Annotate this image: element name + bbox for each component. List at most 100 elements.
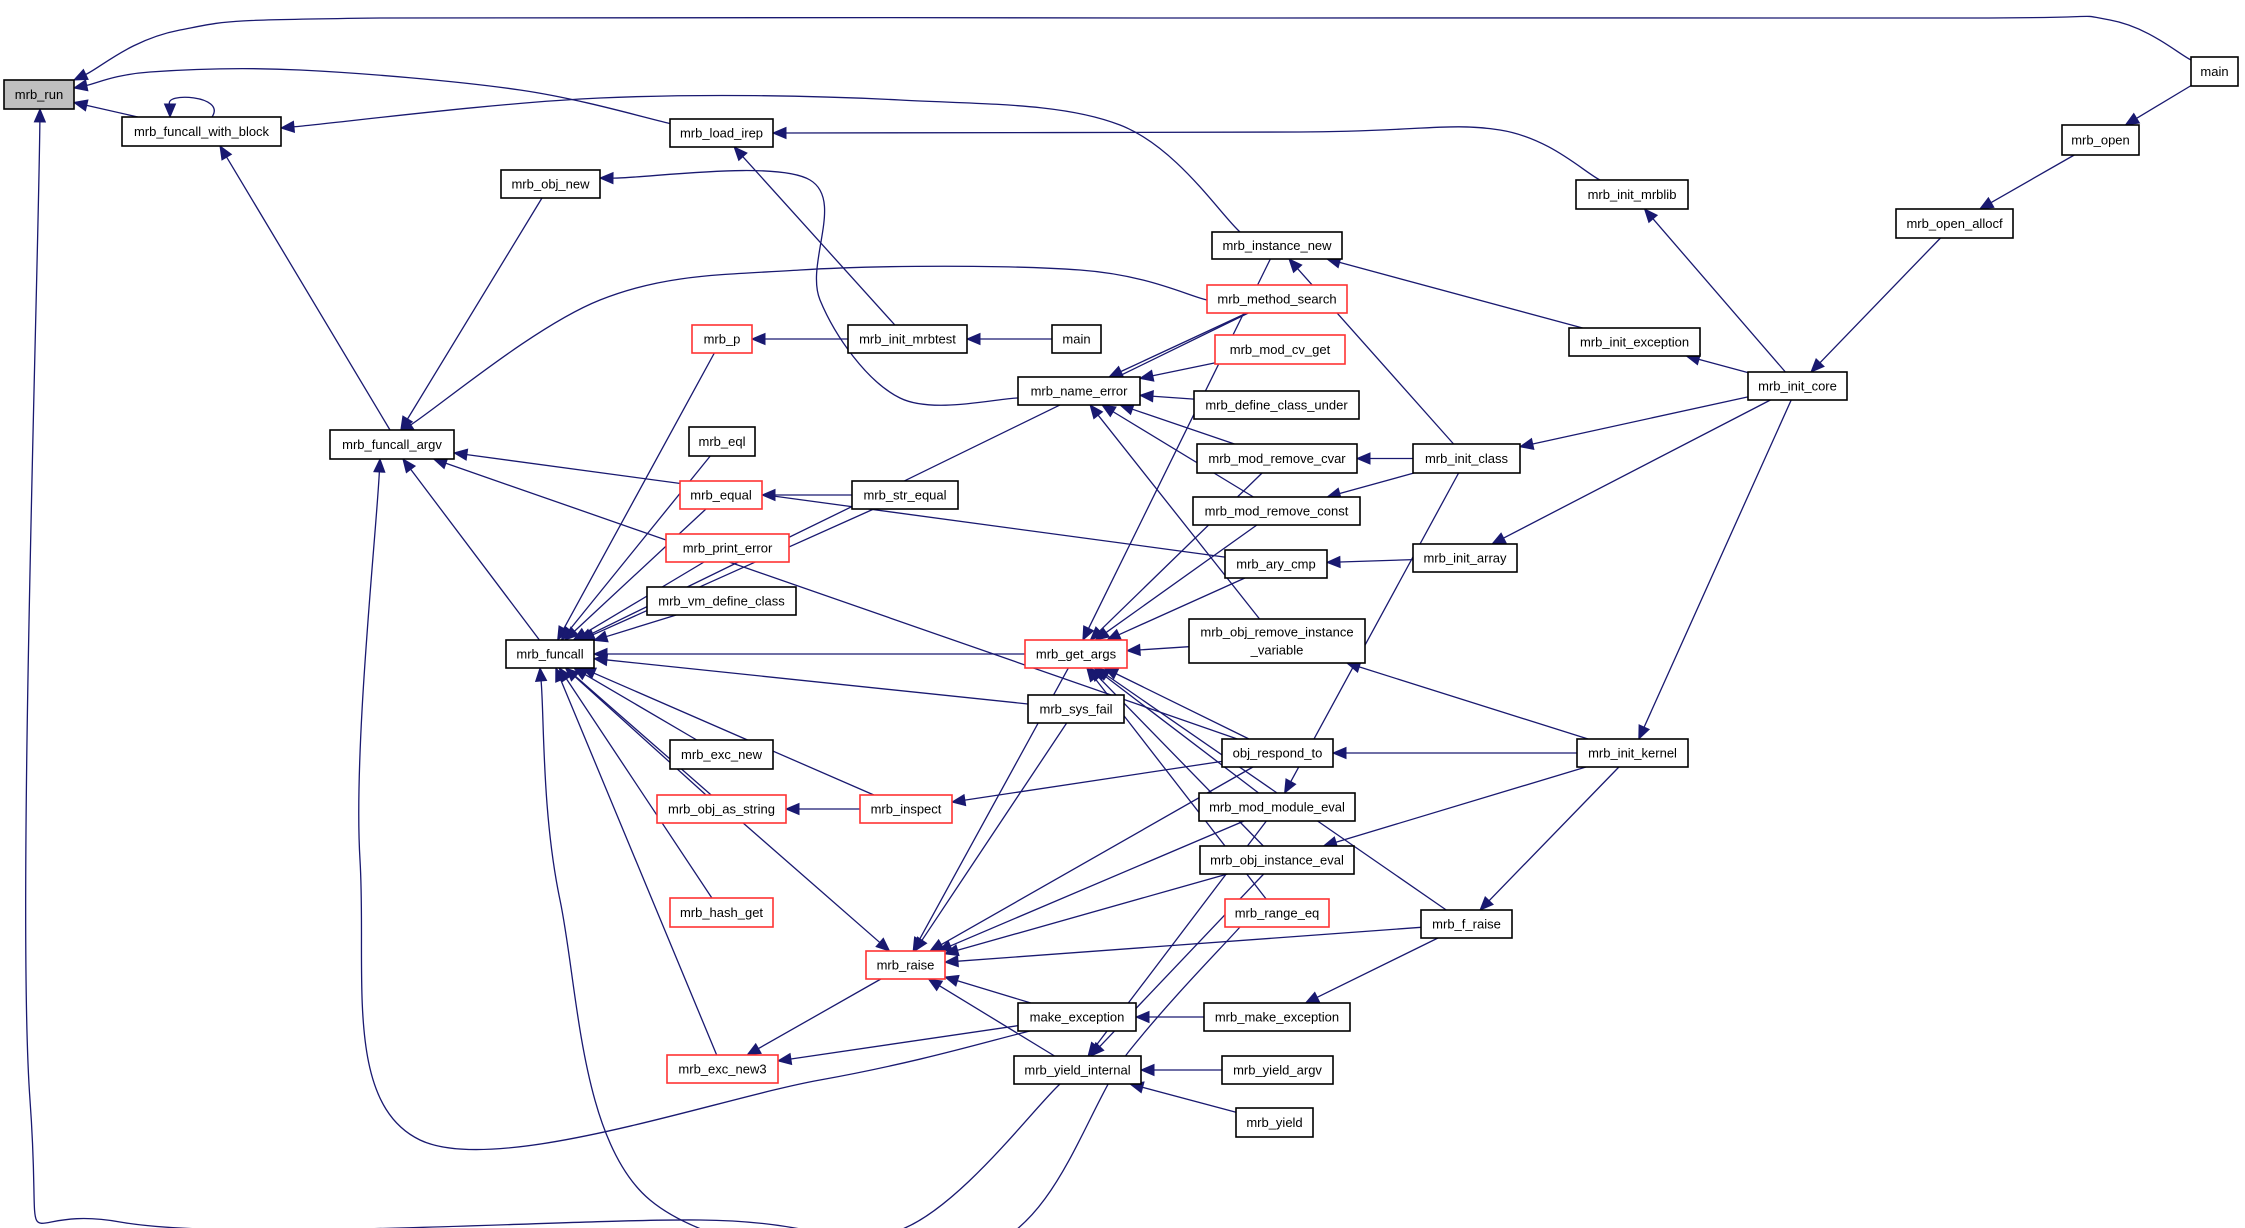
node-box[interactable] bbox=[1412, 543, 1518, 573]
node-mrb-equal[interactable]: mrb_equal bbox=[679, 480, 763, 510]
node-box[interactable] bbox=[1747, 371, 1848, 401]
node-mrb-init-core[interactable]: mrb_init_core bbox=[1747, 371, 1848, 401]
node-box[interactable] bbox=[1420, 909, 1513, 939]
node-mrb-hash-get[interactable]: mrb_hash_get bbox=[669, 897, 774, 928]
node-box[interactable] bbox=[1203, 1002, 1351, 1032]
node-make-exception[interactable]: make_exception bbox=[1017, 1002, 1137, 1032]
node-box[interactable] bbox=[1214, 334, 1346, 365]
node-box[interactable] bbox=[2190, 56, 2239, 87]
node-box[interactable] bbox=[679, 480, 763, 510]
node-mrb-sys-fail[interactable]: mrb_sys_fail bbox=[1027, 694, 1125, 724]
node-mrb-obj-instance-eval[interactable]: mrb_obj_instance_eval bbox=[1199, 845, 1355, 875]
node-mrb-open-allocf[interactable]: mrb_open_allocf bbox=[1895, 208, 2014, 239]
node-mrb-mod-cv-get[interactable]: mrb_mod_cv_get bbox=[1214, 334, 1346, 365]
node-mrb-yield[interactable]: mrb_yield bbox=[1235, 1107, 1314, 1138]
node-box[interactable] bbox=[1224, 898, 1330, 928]
node-mrb-init-exception[interactable]: mrb_init_exception bbox=[1568, 327, 1701, 357]
node-box[interactable] bbox=[1221, 738, 1334, 768]
node-box[interactable] bbox=[1224, 549, 1328, 579]
node-mrb-make-exception[interactable]: mrb_make_exception bbox=[1203, 1002, 1351, 1032]
node-box[interactable] bbox=[656, 794, 787, 824]
node-mrb-str-equal[interactable]: mrb_str_equal bbox=[851, 480, 959, 510]
node-mrb-mod-remove-cvar[interactable]: mrb_mod_remove_cvar bbox=[1196, 443, 1358, 474]
node-box[interactable] bbox=[666, 1054, 779, 1084]
node-box[interactable] bbox=[865, 950, 946, 980]
node-mrb-vm-define-class[interactable]: mrb_vm_define_class bbox=[646, 586, 797, 616]
node-mrb-p[interactable]: mrb_p bbox=[691, 324, 753, 354]
node-mrb-yield-internal[interactable]: mrb_yield_internal bbox=[1013, 1055, 1142, 1085]
node-mrb-funcall[interactable]: mrb_funcall bbox=[505, 639, 595, 669]
node-mrb-init-mrbtest[interactable]: mrb_init_mrbtest bbox=[847, 324, 968, 354]
node-box[interactable] bbox=[1895, 208, 2014, 239]
node-box[interactable] bbox=[1412, 443, 1521, 474]
node-mrb-init-kernel[interactable]: mrb_init_kernel bbox=[1576, 738, 1689, 768]
node-box[interactable] bbox=[1017, 1002, 1137, 1032]
node-box[interactable] bbox=[691, 324, 753, 354]
node-box[interactable] bbox=[1027, 694, 1125, 724]
node-box[interactable] bbox=[1576, 738, 1689, 768]
node-box[interactable] bbox=[1017, 376, 1141, 406]
node-box[interactable] bbox=[688, 426, 756, 457]
node-mrb-raise[interactable]: mrb_raise bbox=[865, 950, 946, 980]
node-box[interactable] bbox=[1193, 390, 1360, 420]
node-box[interactable] bbox=[665, 533, 790, 563]
node-mrb-ary-cmp[interactable]: mrb_ary_cmp bbox=[1224, 549, 1328, 579]
node-box[interactable] bbox=[1196, 443, 1358, 474]
node-box[interactable] bbox=[2061, 124, 2140, 156]
node-mrb-funcall-argv[interactable]: mrb_funcall_argv bbox=[329, 429, 455, 460]
node-box[interactable] bbox=[847, 324, 968, 354]
node-mrb-yield-argv[interactable]: mrb_yield_argv bbox=[1221, 1055, 1334, 1085]
node-mrb-name-error[interactable]: mrb_name_error bbox=[1017, 376, 1141, 406]
node-mrb-print-error[interactable]: mrb_print_error bbox=[665, 533, 790, 563]
node-mrb-inspect[interactable]: mrb_inspect bbox=[859, 794, 953, 824]
node-mrb-open[interactable]: mrb_open bbox=[2061, 124, 2140, 156]
node-main-top[interactable]: main bbox=[2190, 56, 2239, 87]
node-mrb-run[interactable]: mrb_run bbox=[3, 79, 75, 110]
node-mrb-exc-new3[interactable]: mrb_exc_new3 bbox=[666, 1054, 779, 1084]
node-mrb-obj-as-string[interactable]: mrb_obj_as_string bbox=[656, 794, 787, 824]
node-box[interactable] bbox=[669, 739, 774, 770]
node-box[interactable] bbox=[1188, 618, 1366, 664]
node-box[interactable] bbox=[329, 429, 455, 460]
node-box[interactable] bbox=[859, 794, 953, 824]
node-mrb-load-irep[interactable]: mrb_load_irep bbox=[669, 118, 774, 148]
node-box[interactable] bbox=[1199, 845, 1355, 875]
node-box[interactable] bbox=[1051, 324, 1102, 354]
node-box[interactable] bbox=[505, 639, 595, 669]
node-mrb-f-raise[interactable]: mrb_f_raise bbox=[1420, 909, 1513, 939]
node-mrb-init-mrblib[interactable]: mrb_init_mrblib bbox=[1575, 179, 1689, 210]
node-mrb-eql[interactable]: mrb_eql bbox=[688, 426, 756, 457]
node-mrb-obj-remove-instance-variable[interactable]: mrb_obj_remove_instance_variable bbox=[1188, 618, 1366, 664]
node-mrb-exc-new[interactable]: mrb_exc_new bbox=[669, 739, 774, 770]
node-box[interactable] bbox=[1206, 284, 1348, 314]
node-box[interactable] bbox=[1568, 327, 1701, 357]
node-mrb-method-search[interactable]: mrb_method_search bbox=[1206, 284, 1348, 314]
node-box[interactable] bbox=[1024, 639, 1128, 669]
node-box[interactable] bbox=[669, 897, 774, 928]
node-mrb-instance-new[interactable]: mrb_instance_new bbox=[1211, 231, 1343, 260]
node-box[interactable] bbox=[1235, 1107, 1314, 1138]
node-box[interactable] bbox=[1575, 179, 1689, 210]
node-box[interactable] bbox=[1221, 1055, 1334, 1085]
node-box[interactable] bbox=[1198, 792, 1356, 822]
node-obj-respond-to[interactable]: obj_respond_to bbox=[1221, 738, 1334, 768]
node-mrb-funcall-with-block[interactable]: mrb_funcall_with_block bbox=[121, 116, 282, 147]
node-main-mid[interactable]: main bbox=[1051, 324, 1102, 354]
node-box[interactable] bbox=[121, 116, 282, 147]
node-box[interactable] bbox=[1013, 1055, 1142, 1085]
node-box[interactable] bbox=[3, 79, 75, 110]
node-box[interactable] bbox=[669, 118, 774, 148]
node-mrb-obj-new[interactable]: mrb_obj_new bbox=[500, 169, 601, 199]
node-box[interactable] bbox=[500, 169, 601, 199]
node-mrb-range-eq[interactable]: mrb_range_eq bbox=[1224, 898, 1330, 928]
node-mrb-init-class[interactable]: mrb_init_class bbox=[1412, 443, 1521, 474]
node-box[interactable] bbox=[1211, 231, 1343, 260]
node-mrb-mod-module-eval[interactable]: mrb_mod_module_eval bbox=[1198, 792, 1356, 822]
node-mrb-define-class-under[interactable]: mrb_define_class_under bbox=[1193, 390, 1360, 420]
node-mrb-init-array[interactable]: mrb_init_array bbox=[1412, 543, 1518, 573]
node-mrb-get-args[interactable]: mrb_get_args bbox=[1024, 639, 1128, 669]
node-mrb-mod-remove-const[interactable]: mrb_mod_remove_const bbox=[1192, 496, 1361, 526]
node-box[interactable] bbox=[1192, 496, 1361, 526]
node-box[interactable] bbox=[646, 586, 797, 616]
node-box[interactable] bbox=[851, 480, 959, 510]
